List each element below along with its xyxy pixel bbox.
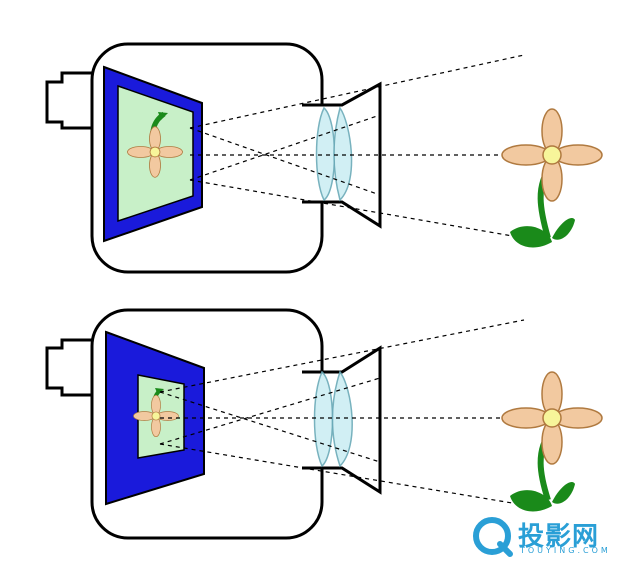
watermark-sub-text: TOUYING.COM (520, 546, 611, 555)
camera-bottom (45, 308, 603, 540)
light-rays-top (189, 54, 525, 239)
viewfinder-top (45, 71, 96, 130)
viewfinder-bottom (45, 338, 96, 397)
lens-top (315, 106, 353, 202)
inverted-flower-image-top (127, 111, 183, 178)
watermark-logo-text: 投影网 (518, 522, 600, 552)
q-ring-logo-icon (473, 517, 513, 557)
inverted-flower-image-bottom (133, 388, 179, 438)
light-rays-bottom (159, 319, 525, 506)
real-flower-top (501, 108, 603, 248)
real-flower-bottom (501, 371, 603, 512)
camera-top (45, 42, 603, 274)
lens-bottom (313, 370, 353, 468)
watermark: 投影网 TOUYING.COM (470, 514, 630, 560)
